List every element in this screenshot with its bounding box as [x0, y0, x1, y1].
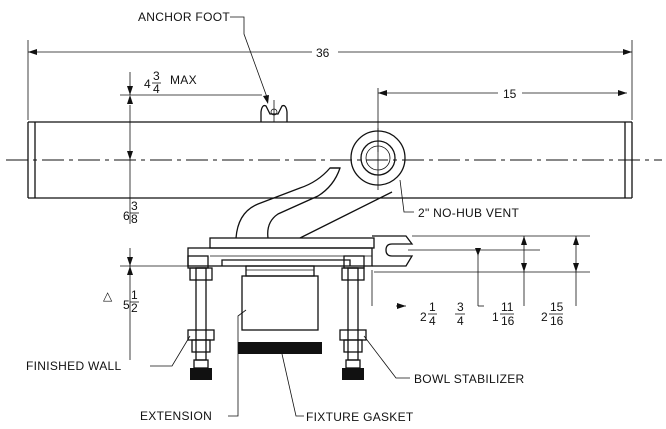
lower-height-den: 2: [131, 301, 138, 315]
anchor-foot-part: [260, 100, 288, 122]
right-stud: [339, 267, 367, 380]
fixture-gasket-part: [238, 342, 322, 354]
anchor-foot-label: ANCHOR FOOT: [138, 10, 230, 24]
slotted-plate: [372, 235, 414, 267]
carrier-pipe: [6, 121, 662, 199]
vent-callout: 2" NO-HUB VENT: [399, 179, 520, 220]
bowl-stabilizer-callout: BOWL STABILIZER: [363, 335, 525, 386]
vertical-dimension-chain: 4 3 4 MAX 6 3 8 △ 5 1 2: [103, 69, 262, 360]
carrier-arm: [235, 167, 393, 239]
d4-den: 16: [550, 314, 564, 328]
anchor-height-den: 4: [153, 82, 160, 96]
vent-offset-dimension: 15: [377, 87, 627, 152]
d3-num: 11: [501, 300, 514, 314]
extension-part: [241, 265, 319, 331]
bowl-stabilizer-label: BOWL STABILIZER: [414, 372, 525, 386]
vent-fitting: [350, 128, 406, 190]
upper-height-num: 3: [131, 199, 138, 213]
d1-den: 4: [429, 314, 436, 328]
d3-whole: 1: [492, 310, 499, 324]
upper-height-whole: 6: [123, 209, 130, 223]
d4-whole: 2: [541, 310, 548, 324]
d1-num: 1: [429, 300, 436, 314]
lower-height-num: 1: [131, 288, 138, 302]
overall-length-dimension: 36: [27, 40, 633, 120]
fixture-gasket-callout: FIXTURE GASKET: [281, 353, 414, 424]
lower-height-whole: 5: [123, 298, 130, 312]
d2-den: 4: [457, 314, 464, 328]
finished-wall-label: FINISHED WALL: [26, 359, 121, 373]
extension-callout: EXTENSION: [140, 309, 247, 423]
d1-whole: 2: [420, 310, 427, 324]
overall-length-value: 36: [316, 46, 330, 60]
revision-triangle: △: [103, 289, 113, 303]
faceplate: [187, 237, 375, 269]
right-dimensions: 2 1 4 3 4 1 11 16 2 15 16: [371, 235, 590, 328]
anchor-height-whole: 4: [144, 77, 151, 91]
upper-height-den: 8: [131, 212, 138, 226]
vent-offset-value: 15: [503, 87, 517, 101]
anchor-height-num: 3: [153, 69, 160, 83]
max-label: MAX: [170, 73, 197, 87]
d4-num: 15: [550, 300, 564, 314]
left-stud: [187, 267, 215, 380]
d2-num: 3: [457, 300, 464, 314]
vent-label: 2" NO-HUB VENT: [418, 206, 520, 220]
anchor-foot-callout: ANCHOR FOOT: [138, 10, 269, 104]
finished-wall-callout: FINISHED WALL: [26, 335, 191, 373]
fixture-gasket-label: FIXTURE GASKET: [306, 410, 414, 424]
d3-den: 16: [501, 314, 515, 328]
extension-label: EXTENSION: [140, 409, 212, 423]
